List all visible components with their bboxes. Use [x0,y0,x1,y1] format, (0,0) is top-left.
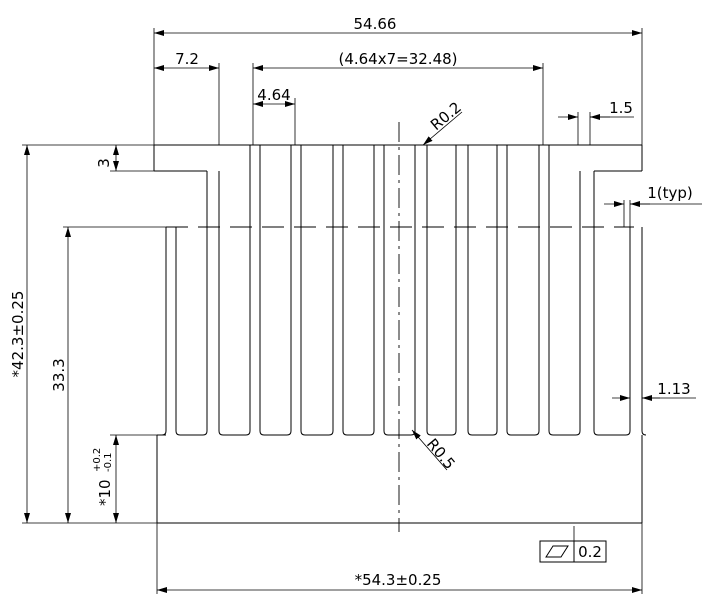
dim-base-width: *54.3±0.25 [156,523,643,594]
fin-right-edge-9 [548,145,554,436]
fin-right-edge-4 [342,145,348,436]
fin-left-edge-11 [625,227,631,436]
fin-right-edge-0 [175,227,181,436]
fin-left-edge-1 [202,171,208,436]
base-width-label: *54.3±0.25 [355,571,442,589]
fin-left-edge-0 [161,227,167,436]
pitch-label: 4.64 [257,86,290,104]
radius-bottom-label: R0.5 [423,435,459,473]
profile-outline [153,144,643,524]
first-gap-label: 7.2 [175,50,199,68]
fin-right-edge-7 [467,145,473,436]
dim-fin-pitch-total: (4.64x7=32.48) [252,50,544,145]
fin-left-edge-3 [286,145,292,436]
flatness-icon [545,545,569,558]
flatness-tolerance-frame: 0.2 [539,526,607,563]
fin-right-edge-11 [641,227,647,436]
dim-radius-bottom: R0.5 [411,429,459,473]
overall-height-label: *42.3±0.25 [9,291,27,378]
fin-right-edge-6 [426,145,432,436]
dim-radius-top: R0.2 [422,98,465,146]
fin-left-edge-2 [245,145,251,436]
fin-left-edge-7 [451,145,457,436]
fin-left-edge-9 [534,145,540,436]
fin-typ-label: 1(typ) [647,184,693,202]
fin-right-edge-1 [218,171,224,436]
fin-left-edge-8 [492,145,498,436]
fin-bottom-label: 1.13 [657,380,690,398]
fin-left-edge-5 [369,145,375,436]
dim-overall-height: *42.3±0.25 [9,144,157,524]
fin-right-edge-10 [593,171,599,436]
fin-left-edge-6 [410,145,416,436]
phantom-lines [154,144,642,228]
top-lip-label: 3 [95,158,113,168]
dim-top-fin-thickness: 1.5 [558,99,634,145]
fins-group [161,145,647,436]
flatness-value: 0.2 [578,543,602,561]
fin-right-edge-2 [259,145,265,436]
fin-left-edge-4 [328,145,334,436]
top-fin-thickness-label: 1.5 [609,99,633,117]
fin-right-edge-3 [300,145,306,436]
overall-width-label: 54.66 [354,15,397,33]
fin-right-edge-5 [383,145,389,436]
dim-base-height: *10 +0.2 -0.1 [92,434,157,523]
dim-fin-bottom: 1.13 [612,380,696,401]
radius-top-label: R0.2 [427,98,465,134]
fin-right-edge-8 [506,145,512,436]
fin-height-label: 33.3 [50,358,68,391]
dim-first-gap: 7.2 [154,50,220,145]
fin-pitch-total-label: (4.64x7=32.48) [338,50,457,68]
dim-overall-width: 54.66 [153,15,643,145]
dim-fin-typ: 1(typ) [604,184,702,227]
dim-pitch: 4.64 [253,86,296,145]
dim-top-lip: 3 [95,145,154,172]
fin-left-edge-10 [575,171,581,436]
base-tol-lower: -0.1 [103,452,114,472]
base-height-label: *10 [96,479,114,506]
dim-fin-height: 33.3 [50,226,166,523]
base-tol-upper: +0.2 [92,448,103,472]
